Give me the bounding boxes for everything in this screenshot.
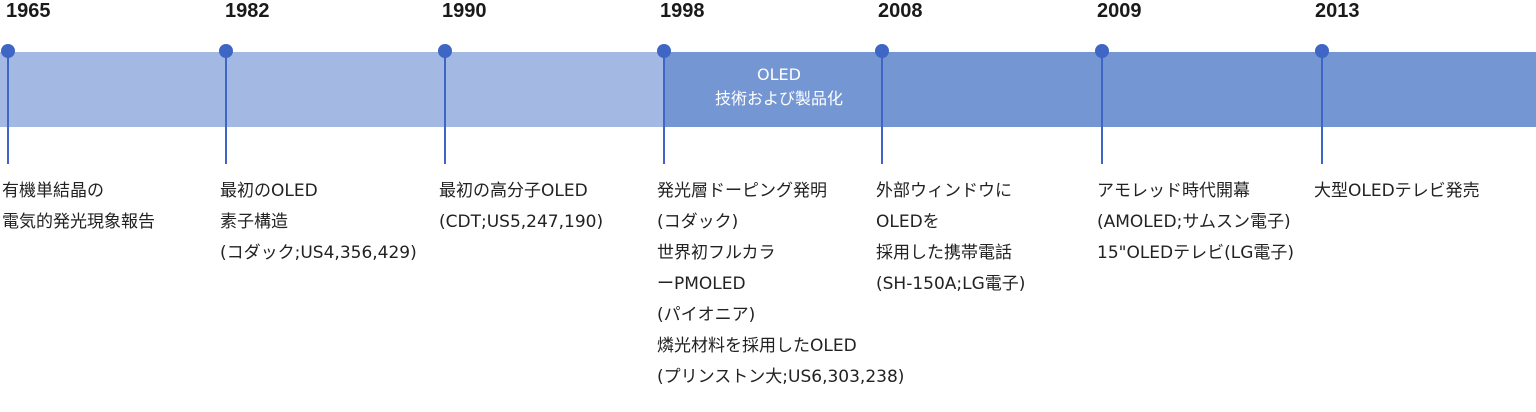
event-description: 発光層ドーピング発明 (コダック) 世界初フルカラ ーPMOLED (パイオニア… [657, 176, 904, 393]
timeline-marker [875, 44, 889, 58]
timeline-marker [1095, 44, 1109, 58]
event-line: 発光層ドーピング発明 [657, 181, 827, 201]
event-line: OLEDを [876, 212, 940, 232]
timeline-connector [444, 52, 446, 164]
event-line: 大型OLEDテレビ発売 [1314, 181, 1480, 201]
year-label: 1965 [6, 0, 51, 22]
event-line: (コダック) [657, 212, 739, 232]
year-label: 1990 [442, 0, 487, 22]
timeline-connector [663, 52, 665, 164]
timeline-marker [1315, 44, 1329, 58]
event-line: 有機単結晶の [2, 181, 104, 201]
timeline-connector [1321, 52, 1323, 164]
timeline-marker [219, 44, 233, 58]
event-description: 最初の高分子OLED (CDT;US5,247,190) [439, 176, 603, 238]
oled-era-label: OLED 技術および製品化 [664, 63, 894, 111]
timeline-connector [7, 52, 9, 164]
event-description: 外部ウィンドウに OLEDを 採用した携帯電話 (SH-150A;LG電子) [876, 176, 1025, 300]
year-label: 2008 [878, 0, 923, 22]
year-label: 1998 [660, 0, 705, 22]
event-line: 採用した携帯電話 [876, 243, 1012, 263]
event-line: 外部ウィンドウに [876, 181, 1012, 201]
event-line: アモレッド時代開幕 [1097, 181, 1250, 201]
event-line: 電気的発光現象報告 [2, 212, 155, 232]
year-label: 2009 [1097, 0, 1142, 22]
year-label: 2013 [1315, 0, 1360, 22]
oled-era-label-line: 技術および製品化 [714, 89, 843, 108]
timeline-connector [225, 52, 227, 164]
timeline-band-oled-era [664, 52, 1536, 127]
event-line: 燐光材料を採用したOLED [657, 336, 857, 356]
year-label: 1982 [225, 0, 270, 22]
event-line: (プリンストン大;US6,303,238) [657, 367, 905, 387]
oled-era-label-line: OLED [757, 65, 801, 84]
event-line: 15"OLEDテレビ(LG電子) [1097, 243, 1295, 263]
event-description: 大型OLEDテレビ発売 [1314, 176, 1480, 207]
timeline-connector [881, 52, 883, 164]
event-line: (SH-150A;LG電子) [876, 274, 1026, 294]
event-description: 有機単結晶の 電気的発光現象報告 [2, 176, 155, 238]
event-line: ーPMOLED [657, 274, 746, 294]
timeline-marker [657, 44, 671, 58]
timeline-marker [1, 44, 15, 58]
event-line: 最初の高分子OLED [439, 181, 588, 201]
timeline-band-early [0, 52, 664, 127]
timeline-marker [438, 44, 452, 58]
timeline-connector [1101, 52, 1103, 164]
event-line: 世界初フルカラ [657, 243, 776, 263]
event-line: (CDT;US5,247,190) [439, 212, 604, 232]
event-line: 最初のOLED [220, 181, 318, 201]
event-line: (コダック;US4,356,429) [220, 243, 417, 263]
event-line: (パイオニア) [657, 305, 756, 325]
event-line: 素子構造 [220, 212, 288, 232]
event-description: 最初のOLED 素子構造 (コダック;US4,356,429) [220, 176, 417, 269]
event-description: アモレッド時代開幕 (AMOLED;サムスン電子) 15"OLEDテレビ(LG電… [1097, 176, 1294, 269]
event-line: (AMOLED;サムスン電子) [1097, 212, 1291, 232]
